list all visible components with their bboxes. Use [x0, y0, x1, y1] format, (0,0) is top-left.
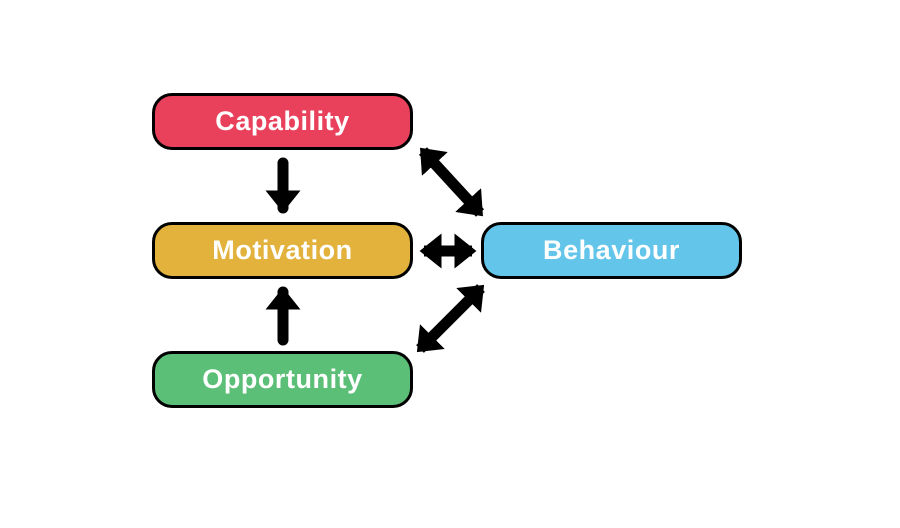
arrow-opportunity-behaviour	[416, 284, 485, 353]
node-motivation-label: Motivation	[212, 235, 353, 265]
arrow-capability-behaviour	[418, 147, 485, 217]
node-behaviour: Behaviour	[481, 222, 742, 279]
node-motivation: Motivation	[152, 222, 413, 279]
node-capability: Capability	[152, 93, 413, 150]
node-opportunity: Opportunity	[152, 351, 413, 408]
node-behaviour-label: Behaviour	[543, 235, 680, 265]
node-capability-label: Capability	[215, 106, 350, 136]
node-opportunity-label: Opportunity	[202, 364, 363, 394]
